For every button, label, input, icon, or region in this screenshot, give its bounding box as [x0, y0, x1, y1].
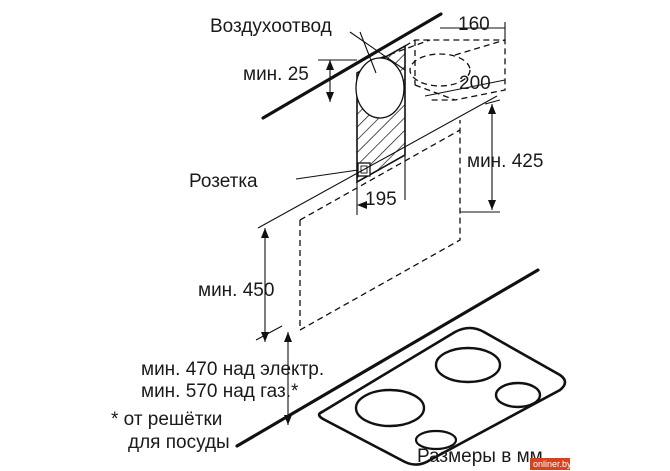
dim-200	[424, 79, 506, 97]
watermark-badge: onliner.by	[530, 458, 572, 470]
chimney-outline	[379, 39, 506, 101]
label-160: 160	[458, 14, 490, 35]
label-units: Размеры в мм	[417, 446, 543, 467]
label-min470: мин. 470 над электр.	[141, 359, 324, 380]
label-200: 200	[459, 73, 491, 94]
burner-1	[354, 388, 426, 428]
dim-min25	[318, 59, 357, 102]
cooktop	[317, 326, 567, 466]
duct-leader-2	[349, 31, 406, 71]
label-min450: мин. 450	[198, 280, 274, 301]
dim-min425	[460, 99, 501, 213]
duct-outlet-circle	[355, 57, 405, 119]
label-socket: Розетка	[189, 171, 258, 192]
socket-leader	[295, 169, 359, 180]
dim-min450	[261, 228, 269, 342]
burner-2	[434, 346, 502, 384]
hood-top-line	[257, 95, 498, 229]
burner-4	[414, 429, 458, 451]
duct-leader	[359, 31, 377, 74]
label-195: 195	[365, 189, 397, 210]
watermark-text: onliner.by	[533, 459, 572, 469]
dim-160	[440, 22, 506, 40]
dim-min470	[284, 332, 292, 425]
label-duct: Воздухоотвод	[210, 16, 332, 37]
label-min25: мин. 25	[243, 64, 309, 85]
label-note2: для посуды	[128, 432, 230, 453]
label-min425: мин. 425	[467, 151, 543, 172]
hood-dashed-outline	[299, 120, 461, 332]
label-note1: * от решётки	[111, 409, 222, 430]
dim-195	[356, 155, 406, 215]
ceiling-line	[261, 12, 443, 120]
burner-3	[494, 381, 542, 409]
label-min570: мин. 570 над газ.*	[141, 381, 299, 402]
hob-surface-line	[255, 325, 283, 341]
duct-zone	[355, 44, 406, 184]
